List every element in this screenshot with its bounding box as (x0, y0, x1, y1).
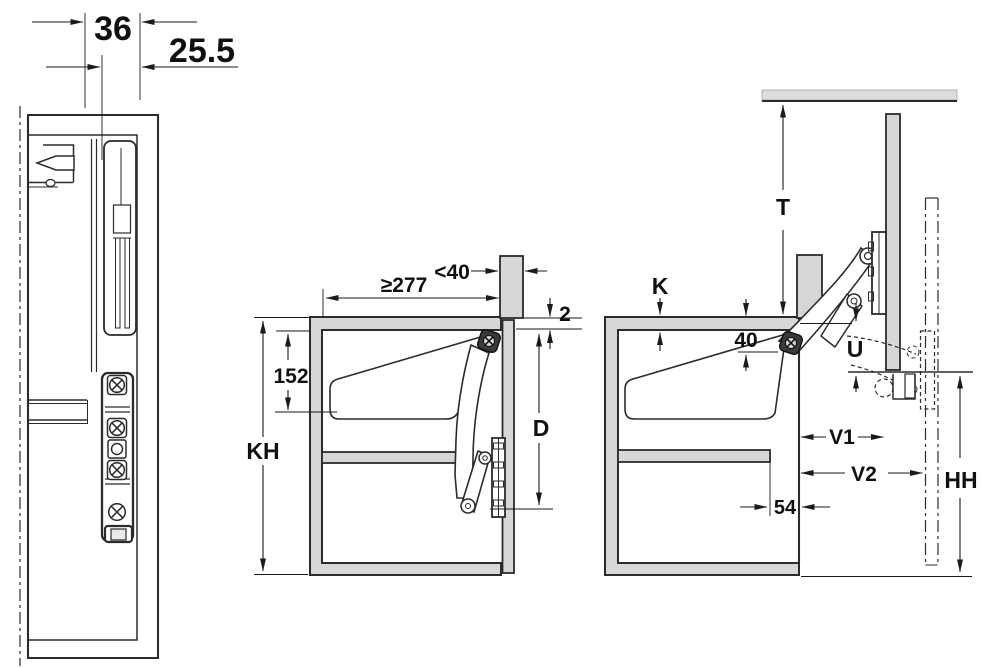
dim-152: 152 (273, 365, 308, 388)
dim-36: 36 (94, 10, 132, 48)
dimension-T: T (776, 104, 790, 315)
dimension-K: K (652, 273, 669, 351)
screw (106, 459, 128, 481)
dimension-lt40: <40 (434, 261, 547, 284)
screw (107, 502, 127, 522)
dim-V1: V1 (829, 426, 855, 449)
dim-V2: V2 (851, 463, 877, 486)
screw (106, 417, 128, 439)
dimension-V1: V1 (800, 426, 884, 449)
door-open (885, 113, 901, 371)
dim-K: K (652, 273, 669, 299)
dimension-40: 40 (734, 299, 778, 371)
phantom-bracket (919, 330, 936, 410)
dim-D: D (533, 415, 550, 441)
dim-ge277: ≥277 (381, 274, 428, 297)
cabinet-inner-edge (28, 134, 138, 641)
dim-KH: KH (246, 438, 279, 464)
dim-lt40: <40 (434, 261, 470, 284)
dim-2: 2 (559, 303, 571, 326)
dim-40: 40 (734, 329, 757, 352)
dimension-D: D (490, 333, 553, 510)
shelf (617, 449, 771, 463)
pivot (778, 330, 804, 356)
lift-mechanism (329, 328, 506, 518)
screw (106, 374, 128, 396)
dimension-152: 152 (273, 330, 337, 413)
spring-housing (112, 204, 132, 234)
dim-HH: HH (944, 467, 977, 493)
dimension-HH: HH (801, 375, 978, 577)
dimension-V2: V2 (800, 463, 923, 486)
release-lever (34, 155, 75, 171)
dimension-2: 2 (516, 298, 582, 349)
door-bottom-reference (848, 371, 973, 400)
mounting-plate (100, 371, 135, 544)
dimension-ge277: ≥277 (322, 274, 499, 316)
dim-54: 54 (774, 497, 797, 519)
lower-bracket (892, 374, 916, 400)
motion-trace (846, 335, 917, 355)
dimension-U: U (800, 303, 863, 392)
ceiling (761, 89, 958, 101)
cabinet-outline (26, 113, 160, 660)
dim-U: U (847, 336, 864, 362)
mechanism-body (329, 334, 486, 420)
fitting-front (28, 139, 137, 372)
dimension-KH: KH (246, 317, 309, 575)
dimension-54: 54 (740, 462, 830, 519)
adjustment-hole (107, 439, 127, 459)
overhang-block (499, 255, 524, 319)
shelf-front-view (28, 399, 88, 424)
dim-25-5: 25.5 (169, 32, 235, 70)
dim-T: T (776, 194, 790, 220)
mechanism-body (624, 332, 787, 420)
side-view-closed: <40 ≥277 2 152 KH (246, 255, 582, 576)
side-view-open: T K 40 U V1 V2 (604, 89, 978, 577)
cabinet-body (309, 316, 502, 576)
dimension-36: 36 (32, 10, 197, 108)
pivot (476, 328, 502, 354)
dimension-25-5: 25.5 (46, 32, 238, 160)
front-view: 36 25.5 (19, 10, 238, 666)
shelf (321, 451, 468, 464)
